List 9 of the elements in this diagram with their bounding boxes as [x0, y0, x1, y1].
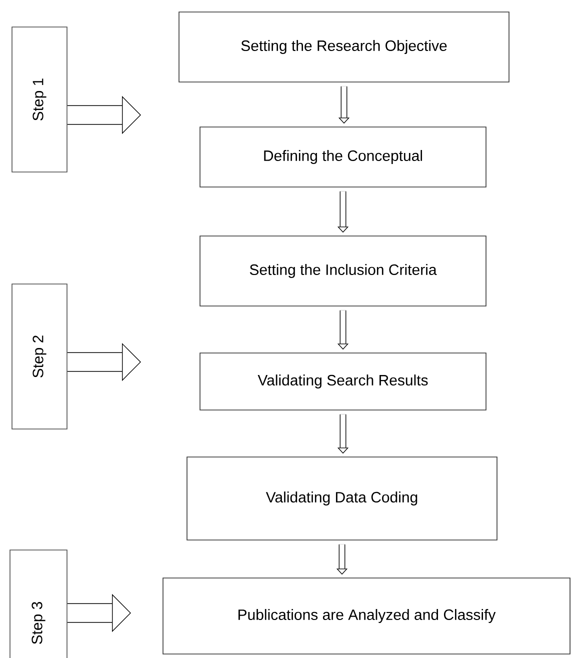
- process-box: Setting the Research Objective: [178, 12, 510, 82]
- process-box: Validating Data Coding: [186, 456, 498, 540]
- process-box: Publications are Analyzed and Classify: [162, 578, 570, 654]
- process-box: Validating Search Results: [200, 352, 486, 410]
- step-box: Step 3: [10, 550, 68, 658]
- step-box: Step 2: [12, 284, 68, 430]
- step-box: Step 1: [12, 26, 68, 172]
- process-box: Defining the Conceptual: [200, 126, 486, 188]
- process-box: Setting the Inclusion Criteria: [200, 236, 486, 306]
